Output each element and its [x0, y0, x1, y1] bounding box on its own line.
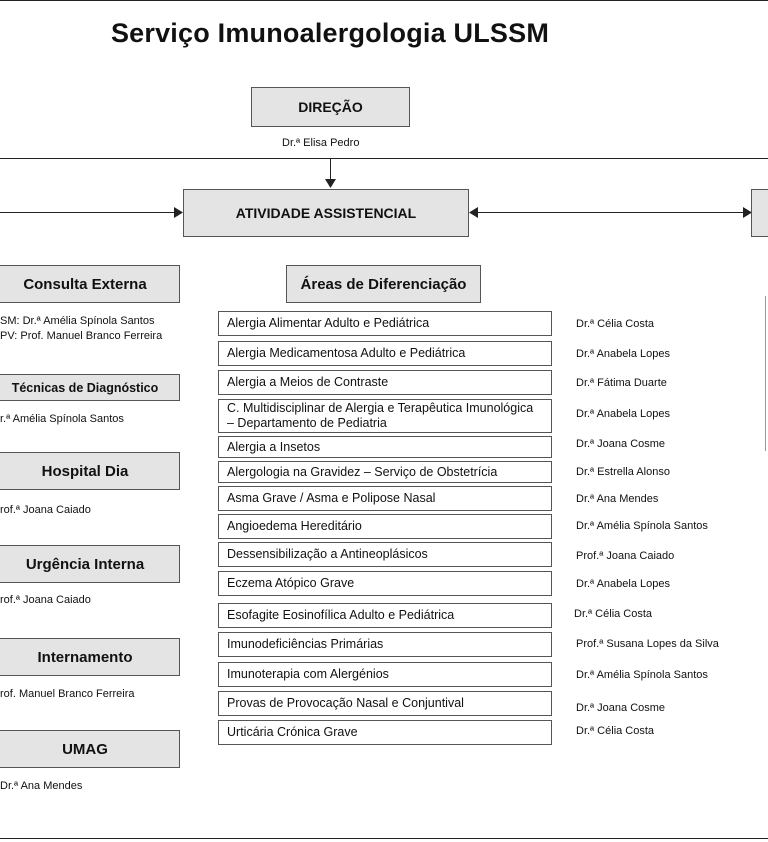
hospital-dia-label: Hospital Dia — [41, 462, 129, 480]
page-title: Serviço Imunoalergologia ULSSM — [110, 18, 550, 48]
area-person: Dr.ª Anabela Lopes — [576, 408, 670, 420]
connector-left — [0, 212, 174, 213]
direcao-label: DIREÇÃO — [298, 99, 363, 115]
right-cropped-box — [751, 189, 768, 237]
area-row: Alergia a Insetos — [218, 436, 552, 458]
hospital-dia-box: Hospital Dia — [0, 452, 180, 490]
area-row: Eczema Atópico Grave — [218, 571, 552, 596]
area-person: Prof.ª Susana Lopes da Silva — [576, 638, 719, 650]
area-label: Eczema Atópico Grave — [227, 576, 355, 590]
area-row: Alergia Alimentar Adulto e Pediátrica — [218, 311, 552, 336]
hospital-dia-person: rof.ª Joana Caiado — [0, 504, 91, 516]
urgencia-box: Urgência Interna — [0, 545, 180, 583]
tecnicas-label: Técnicas de Diagnóstico — [11, 380, 159, 395]
consulta-line1: SM: Dr.ª Amélia Spínola Santos — [0, 315, 155, 327]
urgencia-label: Urgência Interna — [25, 555, 145, 573]
area-person: Dr.ª Célia Costa — [576, 725, 655, 737]
area-label: Alergia Medicamentosa Adulto e Pediátric… — [227, 346, 466, 360]
area-label: Imunodeficiências Primárias — [227, 637, 384, 651]
area-label: Alergia a Meios de Contraste — [227, 375, 389, 389]
consulta-externa-label: Consulta Externa — [23, 275, 147, 293]
area-label: Angioedema Hereditário — [227, 519, 362, 533]
area-row: Imunoterapia com Alergénios — [218, 662, 552, 687]
connector-right — [477, 212, 743, 213]
direcao-person: Dr.ª Elisa Pedro — [282, 137, 360, 149]
area-label: Dessensibilização a Antineoplásicos — [227, 547, 428, 561]
arrow-left-icon — [469, 207, 478, 218]
area-label-line2: – Departamento de Pediatria — [227, 416, 387, 430]
area-person: Dr.ª Anabela Lopes — [576, 348, 670, 360]
umag-person: Dr.ª Ana Mendes — [0, 780, 83, 792]
area-person: Dr.ª Amélia Spínola Santos — [576, 520, 708, 532]
arrow-right-icon — [174, 207, 183, 218]
area-label: Imunoterapia com Alergénios — [227, 667, 389, 681]
area-person: Dr.ª Fátima Duarte — [576, 377, 667, 389]
area-person: Dr.ª Ana Mendes — [576, 493, 659, 505]
area-row: Provas de Provocação Nasal e Conjuntival — [218, 691, 552, 716]
area-label: Provas de Provocação Nasal e Conjuntival — [227, 696, 464, 710]
area-row: Alergia Medicamentosa Adulto e Pediátric… — [218, 341, 552, 366]
area-person: Dr.ª Amélia Spínola Santos — [576, 669, 708, 681]
atividade-box: ATIVIDADE ASSISTENCIAL — [183, 189, 469, 237]
urgencia-person: rof.ª Joana Caiado — [0, 594, 91, 606]
area-person: Dr.ª Estrella Alonso — [576, 466, 670, 478]
internamento-label: Internamento — [37, 648, 133, 666]
area-row: Urticária Crónica Grave — [218, 720, 552, 745]
internamento-person: rof. Manuel Branco Ferreira — [0, 688, 135, 700]
area-label: Alergia Alimentar Adulto e Pediátrica — [227, 316, 430, 330]
area-label: Esofagite Eosinofílica Adulto e Pediátri… — [227, 608, 455, 622]
direcao-box: DIREÇÃO — [251, 87, 410, 127]
consulta-externa-box: Consulta Externa — [0, 265, 180, 303]
arrow-right-icon — [743, 207, 752, 218]
area-label: Urticária Crónica Grave — [227, 725, 358, 739]
internamento-box: Internamento — [0, 638, 180, 676]
areas-header-box: Áreas de Diferenciação — [286, 265, 481, 303]
area-row: Imunodeficiências Primárias — [218, 632, 552, 657]
right-side-line — [765, 296, 766, 451]
area-person: Prof.ª Joana Caiado — [576, 550, 675, 562]
section-divider — [0, 158, 768, 159]
area-row: Asma Grave / Asma e Polipose Nasal — [218, 486, 552, 511]
area-person: Dr.ª Anabela Lopes — [576, 578, 670, 590]
area-row: Dessensibilização a Antineoplásicos — [218, 542, 552, 567]
atividade-label: ATIVIDADE ASSISTENCIAL — [235, 205, 417, 221]
consulta-line2: PV: Prof. Manuel Branco Ferreira — [0, 330, 163, 342]
umag-box: UMAG — [0, 730, 180, 768]
area-label: Alergologia na Gravidez – Serviço de Obs… — [227, 464, 498, 479]
top-border-line — [0, 0, 768, 1]
area-row: C. Multidisciplinar de Alergia e Terapêu… — [218, 399, 552, 433]
area-person: Dr.ª Célia Costa — [574, 608, 653, 620]
area-person: Dr.ª Joana Cosme — [576, 438, 666, 450]
arrow-down-icon — [325, 179, 336, 188]
area-person: Dr.ª Joana Cosme — [576, 702, 666, 714]
tecnicas-box: Técnicas de Diagnóstico — [0, 374, 180, 401]
area-label: Alergia a Insetos — [227, 439, 321, 454]
area-row: Angioedema Hereditário — [218, 514, 552, 539]
area-row: Alergia a Meios de Contraste — [218, 370, 552, 395]
tecnicas-person: r.ª Amélia Spínola Santos — [0, 413, 124, 425]
area-person: Dr.ª Célia Costa — [576, 318, 655, 330]
area-label: Asma Grave / Asma e Polipose Nasal — [227, 491, 436, 505]
areas-header-label: Áreas de Diferenciação — [300, 275, 467, 293]
bottom-border-line — [0, 838, 768, 839]
umag-label: UMAG — [62, 740, 108, 758]
area-row: Esofagite Eosinofílica Adulto e Pediátri… — [218, 603, 552, 628]
area-row: Alergologia na Gravidez – Serviço de Obs… — [218, 461, 552, 483]
connector-vertical — [330, 159, 331, 181]
area-label: C. Multidisciplinar de Alergia e Terapêu… — [227, 401, 534, 415]
